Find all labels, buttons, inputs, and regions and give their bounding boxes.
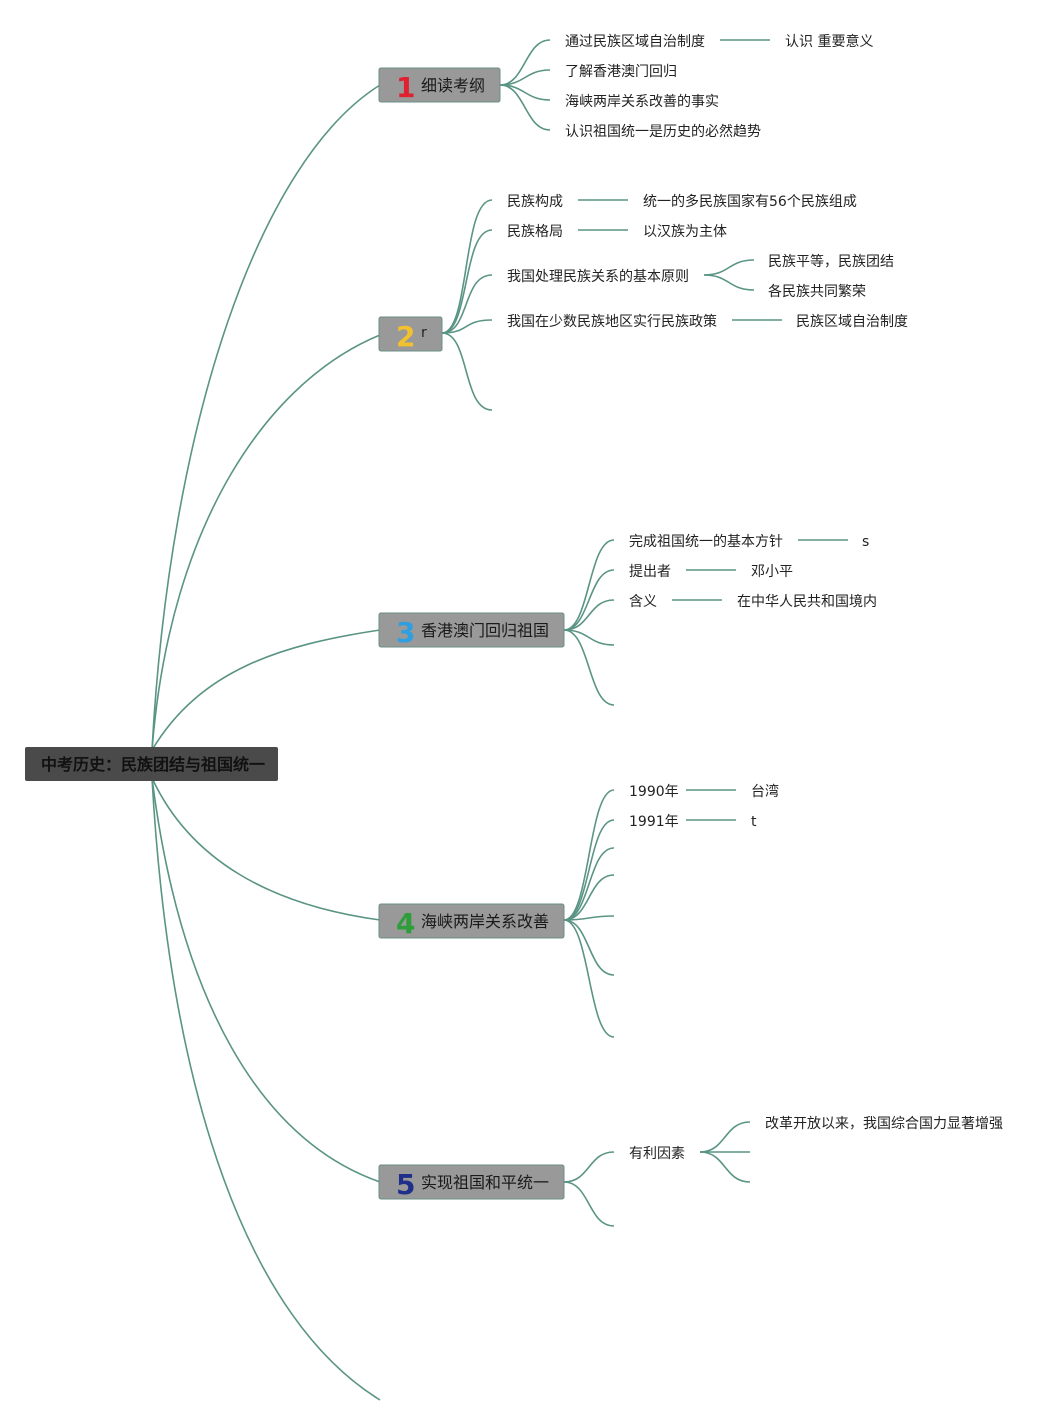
b1-c1-label[interactable]: 通过民族区域自治制度 <box>565 34 705 50</box>
branch-4-number-icon: 4 <box>396 907 415 940</box>
branch-1[interactable]: 1 细读考纲 <box>378 67 501 104</box>
b3-c3-detail[interactable]: 在中华人民共和国境内 <box>737 594 877 610</box>
b2-c1-detail[interactable]: 统一的多民族国家有56个民族组成 <box>643 193 857 210</box>
b1-c2-label[interactable]: 了解香港澳门回归 <box>565 63 677 80</box>
root-node-box <box>25 747 278 781</box>
branch-1-box <box>378 67 501 103</box>
branch-2-number-icon: 2 <box>396 320 415 353</box>
b2-c1-label[interactable]: 民族构成 <box>507 194 563 210</box>
b5-c1-detail[interactable]: 改革开放以来，我国综合国力显著增强 <box>765 1116 1003 1132</box>
b2-c3-detail-2[interactable]: 各民族共同繁荣 <box>768 284 866 300</box>
branch-1-label: 细读考纲 <box>421 76 485 95</box>
branch-5[interactable]: 5 实现祖国和平统一 <box>378 1164 565 1201</box>
b2-c2-label[interactable]: 民族格局 <box>507 224 563 240</box>
branch-2-label: r <box>421 325 427 341</box>
branch-3[interactable]: 3 香港澳门回归祖国 <box>378 612 565 649</box>
edge-root-b4 <box>151 777 381 921</box>
edges <box>151 39 848 1401</box>
b3-c1-label[interactable]: 完成祖国统一的基本方针 <box>629 533 783 550</box>
root-node-label: 中考历史：民族团结与祖国统一 <box>41 755 265 774</box>
branch-4[interactable]: 4 海峡两岸关系改善 <box>378 903 565 940</box>
edge-root-b5 <box>151 777 381 1183</box>
b4-c1-label[interactable]: 1990年 <box>629 784 679 800</box>
branch-4-label: 海峡两岸关系改善 <box>421 912 549 931</box>
b3-c2-detail[interactable]: 邓小平 <box>751 564 793 580</box>
b1-c4-label[interactable]: 认识祖国统一是历史的必然趋势 <box>565 123 761 140</box>
b2-c3-detail-1[interactable]: 民族平等，民族团结 <box>768 253 894 270</box>
b5-c1-label[interactable]: 有利因素 <box>629 1146 685 1162</box>
b1-c3-label[interactable]: 海峡两岸关系改善的事实 <box>565 94 719 110</box>
edge-root-b2 <box>151 334 381 751</box>
branch-3-box <box>378 612 565 648</box>
branch-5-label: 实现祖国和平统一 <box>421 1173 549 1192</box>
branch-1-number-icon: 1 <box>396 71 415 104</box>
b3-c1-detail[interactable]: s <box>862 534 869 550</box>
branch-3-number-icon: 3 <box>396 616 415 649</box>
edge-root-b1 <box>151 84 381 751</box>
b4-c2-detail[interactable]: t <box>751 814 757 830</box>
edge-root-b3 <box>151 629 381 751</box>
branch-5-number-icon: 5 <box>396 1168 415 1201</box>
branch-5-box <box>378 1164 565 1200</box>
b2-c3-label[interactable]: 我国处理民族关系的基本原则 <box>507 268 689 285</box>
b1-c1-detail[interactable]: 认识 重要意义 <box>785 33 873 50</box>
b2-c4-detail[interactable]: 民族区域自治制度 <box>796 314 908 330</box>
b3-c2-label[interactable]: 提出者 <box>629 564 671 580</box>
b3-c3-label[interactable]: 含义 <box>629 594 657 610</box>
b4-c2-label[interactable]: 1991年 <box>629 814 679 830</box>
b4-c1-detail[interactable]: 台湾 <box>751 783 779 800</box>
edge-root-b6 <box>151 777 381 1401</box>
branch-3-label: 香港澳门回归祖国 <box>421 621 549 640</box>
root-node[interactable]: 中考历史：民族团结与祖国统一 <box>25 747 278 781</box>
b2-c4-label[interactable]: 我国在少数民族地区实行民族政策 <box>507 313 717 330</box>
branch-4-box <box>378 903 565 939</box>
branch-2[interactable]: 2 r <box>378 316 443 353</box>
b2-c2-detail[interactable]: 以汉族为主体 <box>643 224 727 240</box>
branch-2-box <box>378 316 443 352</box>
